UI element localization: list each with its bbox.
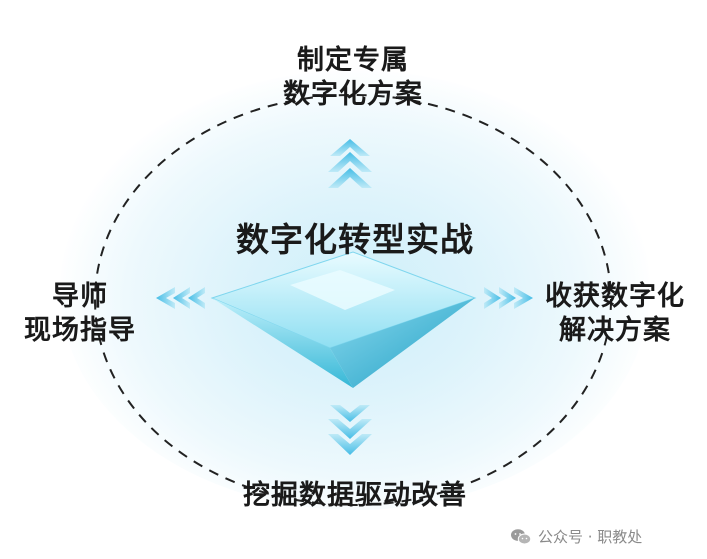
- left-label-line1: 导师: [52, 281, 108, 312]
- watermark: 公众号 · 职教处: [510, 526, 642, 547]
- center-title: 数字化转型实战: [236, 220, 474, 259]
- left-label-line2: 现场指导: [24, 315, 136, 346]
- top-label-line2: 数字化方案: [283, 79, 423, 110]
- wechat-icon: [511, 528, 532, 544]
- arrow-up-icon: [328, 139, 372, 188]
- dashed-circle: [94, 94, 612, 506]
- top-label-line1: 制定专属: [297, 45, 409, 76]
- arrow-down-icon: [328, 405, 372, 455]
- watermark-text: 公众号 · 职教处: [538, 528, 643, 546]
- right-label: 收获数字化 解决方案: [530, 280, 700, 348]
- right-label-line1: 收获数字化: [545, 281, 685, 312]
- arrow-left-icon: [156, 287, 205, 309]
- right-label-line2: 解决方案: [559, 315, 671, 346]
- top-label: 制定专属 数字化方案: [253, 44, 453, 112]
- pyramid-shape: [210, 251, 477, 388]
- bottom-label: 挖掘数据驱动改善: [220, 479, 490, 513]
- left-label: 导师 现场指导: [10, 280, 150, 348]
- bottom-label-line1: 挖掘数据驱动改善: [243, 480, 467, 511]
- arrow-right-icon: [484, 287, 533, 309]
